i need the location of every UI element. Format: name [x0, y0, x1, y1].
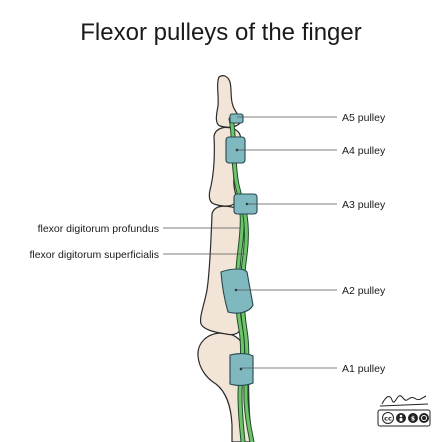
author-signature	[379, 395, 429, 407]
a4-pulley-label: A4 pulley	[342, 145, 386, 157]
a5-pulley-shape	[229, 113, 244, 124]
a3-pulley-label: A3 pulley	[342, 199, 386, 211]
svg-text:cc: cc	[384, 415, 392, 423]
a2-pulley-label: A2 pulley	[342, 285, 386, 297]
svg-text:$: $	[411, 415, 415, 422]
cc-license-badge: cc $	[377, 409, 431, 427]
flexor-tendons	[228, 116, 255, 442]
a1-pulley-shape	[229, 353, 254, 386]
fdp-label: flexor digitorum profundus	[38, 223, 159, 235]
diagram-title: Flexor pulleys of the finger	[80, 19, 361, 46]
a1-pulley-label: A1 pulley	[342, 363, 386, 375]
a5-pulley-label: A5 pulley	[342, 112, 386, 124]
fds-label: flexor digitorum superficialis	[29, 249, 159, 261]
